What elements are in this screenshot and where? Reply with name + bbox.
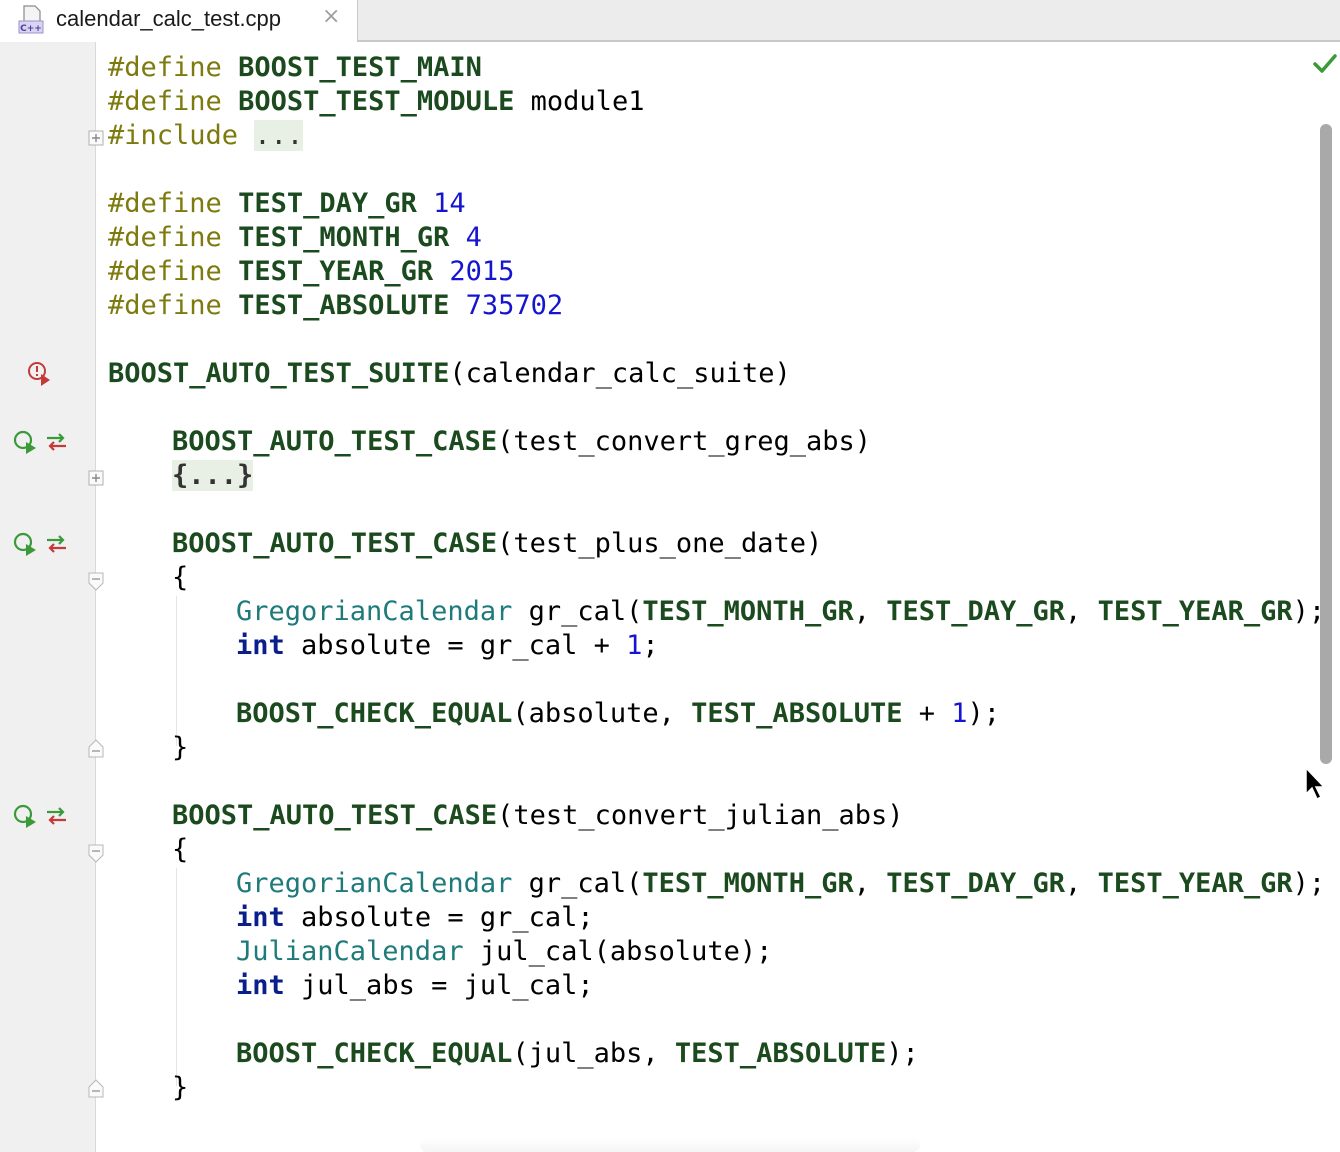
code-line: JulianCalendar jul_cal(absolute); [236,936,773,967]
code-editor[interactable] [96,42,1340,1152]
inspection-ok-check-icon[interactable] [1312,52,1338,76]
expand-fold-icon[interactable] [88,470,104,486]
tab-title: calendar_calc_test.cpp [56,6,282,31]
code-line: #define BOOST_TEST_MODULE module1 [108,86,645,117]
test-failed-run-icon[interactable] [26,360,54,388]
run-test-icon[interactable] [12,530,40,558]
code-line: #define TEST_YEAR_GR 2015 [108,256,515,287]
code-line: } [172,732,189,763]
code-line: BOOST_AUTO_TEST_CASE(test_convert_greg_a… [172,426,871,457]
code-line: #define TEST_ABSOLUTE 735702 [108,290,564,321]
code-line: BOOST_AUTO_TEST_CASE(test_convert_julian… [172,800,904,831]
mouse-pointer-icon [1305,766,1326,801]
code-line: #define TEST_MONTH_GR 4 [108,222,482,253]
bottom-shadow [420,1138,920,1152]
collapse-fold-icon[interactable] [88,572,104,592]
fold-end-icon[interactable] [88,1078,104,1098]
code-line: int absolute = gr_cal; [236,902,594,933]
code-line: { [172,834,189,865]
run-test-icon[interactable] [12,428,40,456]
expand-fold-icon[interactable] [88,130,104,146]
code-line: GregorianCalendar gr_cal(TEST_MONTH_GR, … [236,868,1326,899]
code-line: #define BOOST_TEST_MAIN [108,52,482,83]
cpp-file-icon: C++ [18,5,44,34]
code-line: BOOST_AUTO_TEST_CASE(test_plus_one_date) [172,528,823,559]
code-line: int jul_abs = jul_cal; [236,970,594,1001]
code-line: #define TEST_DAY_GR 14 [108,188,466,219]
editor-gutter [0,42,96,1152]
svg-text:C++: C++ [20,24,42,34]
editor-tab-bar: C++ calendar_calc_test.cpp × [0,0,1340,42]
code-line: {...} [172,459,254,493]
close-tab-icon[interactable]: × [322,4,341,29]
test-status-arrows-icon[interactable] [44,804,70,828]
folded-includes[interactable]: ... [254,120,304,151]
fold-end-icon[interactable] [88,738,104,758]
run-test-icon[interactable] [12,802,40,830]
code-line: #include ... [108,120,304,151]
test-status-arrows-icon[interactable] [44,532,70,556]
indent-guide [176,596,177,746]
folded-block[interactable]: {...} [172,460,254,491]
code-line: BOOST_CHECK_EQUAL(absolute, TEST_ABSOLUT… [236,698,1001,729]
tab-calendar-calc-test[interactable]: C++ calendar_calc_test.cpp × [0,0,358,42]
code-line: BOOST_AUTO_TEST_SUITE(calendar_calc_suit… [108,358,791,389]
code-line: BOOST_CHECK_EQUAL(jul_abs, TEST_ABSOLUTE… [236,1038,919,1069]
indent-guide [176,868,177,1086]
code-line: } [172,1072,189,1103]
vertical-scrollbar-thumb[interactable] [1320,124,1332,764]
collapse-fold-icon[interactable] [88,844,104,864]
code-line: { [172,562,189,593]
code-line: int absolute = gr_cal + 1; [236,630,659,661]
test-status-arrows-icon[interactable] [44,430,70,454]
code-line: GregorianCalendar gr_cal(TEST_MONTH_GR, … [236,596,1326,627]
